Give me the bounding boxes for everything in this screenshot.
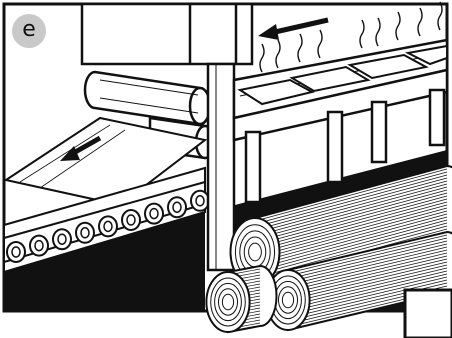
conveyor-roller [168, 197, 186, 217]
machine-housing [82, 4, 252, 64]
conveyor-roller [76, 223, 94, 243]
conveyor-roller [53, 229, 71, 249]
conveyor-roller [30, 236, 48, 256]
corner-box [405, 290, 452, 338]
conveyor-roller [99, 216, 117, 236]
conveyor-roller [145, 204, 163, 224]
conveyor-roller [122, 210, 140, 230]
conveyor-roller [7, 242, 25, 262]
conveyor-roller [191, 191, 209, 211]
step-label-badge: e [12, 14, 46, 48]
insulation-roll [206, 266, 276, 332]
support-post [208, 64, 234, 270]
